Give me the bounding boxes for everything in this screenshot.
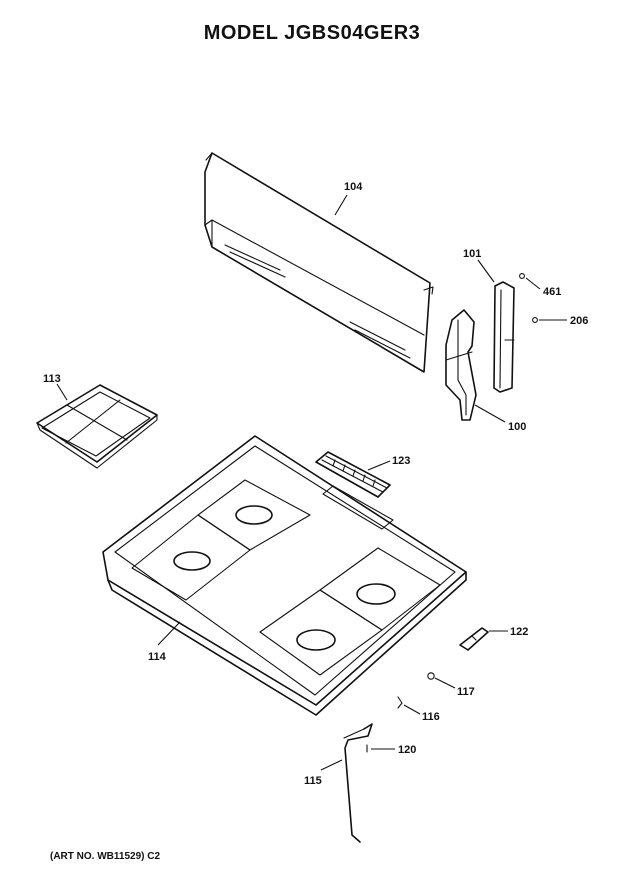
callout-115: 115 xyxy=(304,775,322,787)
art-number: (ART NO. WB11529) C2 xyxy=(50,851,161,862)
backsplash-panel-104 xyxy=(204,152,434,373)
spring-116 xyxy=(397,696,421,715)
callout-206: 206 xyxy=(570,315,588,327)
clip-122 xyxy=(459,627,489,651)
callout-120: 120 xyxy=(398,744,416,756)
burner-grate-113 xyxy=(36,384,158,469)
cooktop-114 xyxy=(102,435,467,716)
callout-114: 114 xyxy=(148,651,167,663)
callout-113: 113 xyxy=(43,373,61,385)
callout-100: 100 xyxy=(508,421,526,433)
support-rod-115 xyxy=(343,723,373,843)
side-trim-101 xyxy=(493,281,515,393)
callout-116: 116 xyxy=(422,711,440,723)
callout-104: 104 xyxy=(344,181,363,193)
screw-120 xyxy=(366,744,395,753)
orifice-117 xyxy=(427,672,456,689)
screw-461 xyxy=(519,273,541,290)
callout-122: 122 xyxy=(510,626,528,638)
callout-123: 123 xyxy=(392,455,410,467)
screw-206 xyxy=(532,317,567,323)
page-title: MODEL JGBS04GER3 xyxy=(203,22,421,44)
callout-101: 101 xyxy=(463,248,481,260)
callout-461: 461 xyxy=(543,286,561,298)
end-cap-100 xyxy=(445,309,477,421)
callout-117: 117 xyxy=(457,686,475,698)
vent-grille-123 xyxy=(315,451,391,498)
